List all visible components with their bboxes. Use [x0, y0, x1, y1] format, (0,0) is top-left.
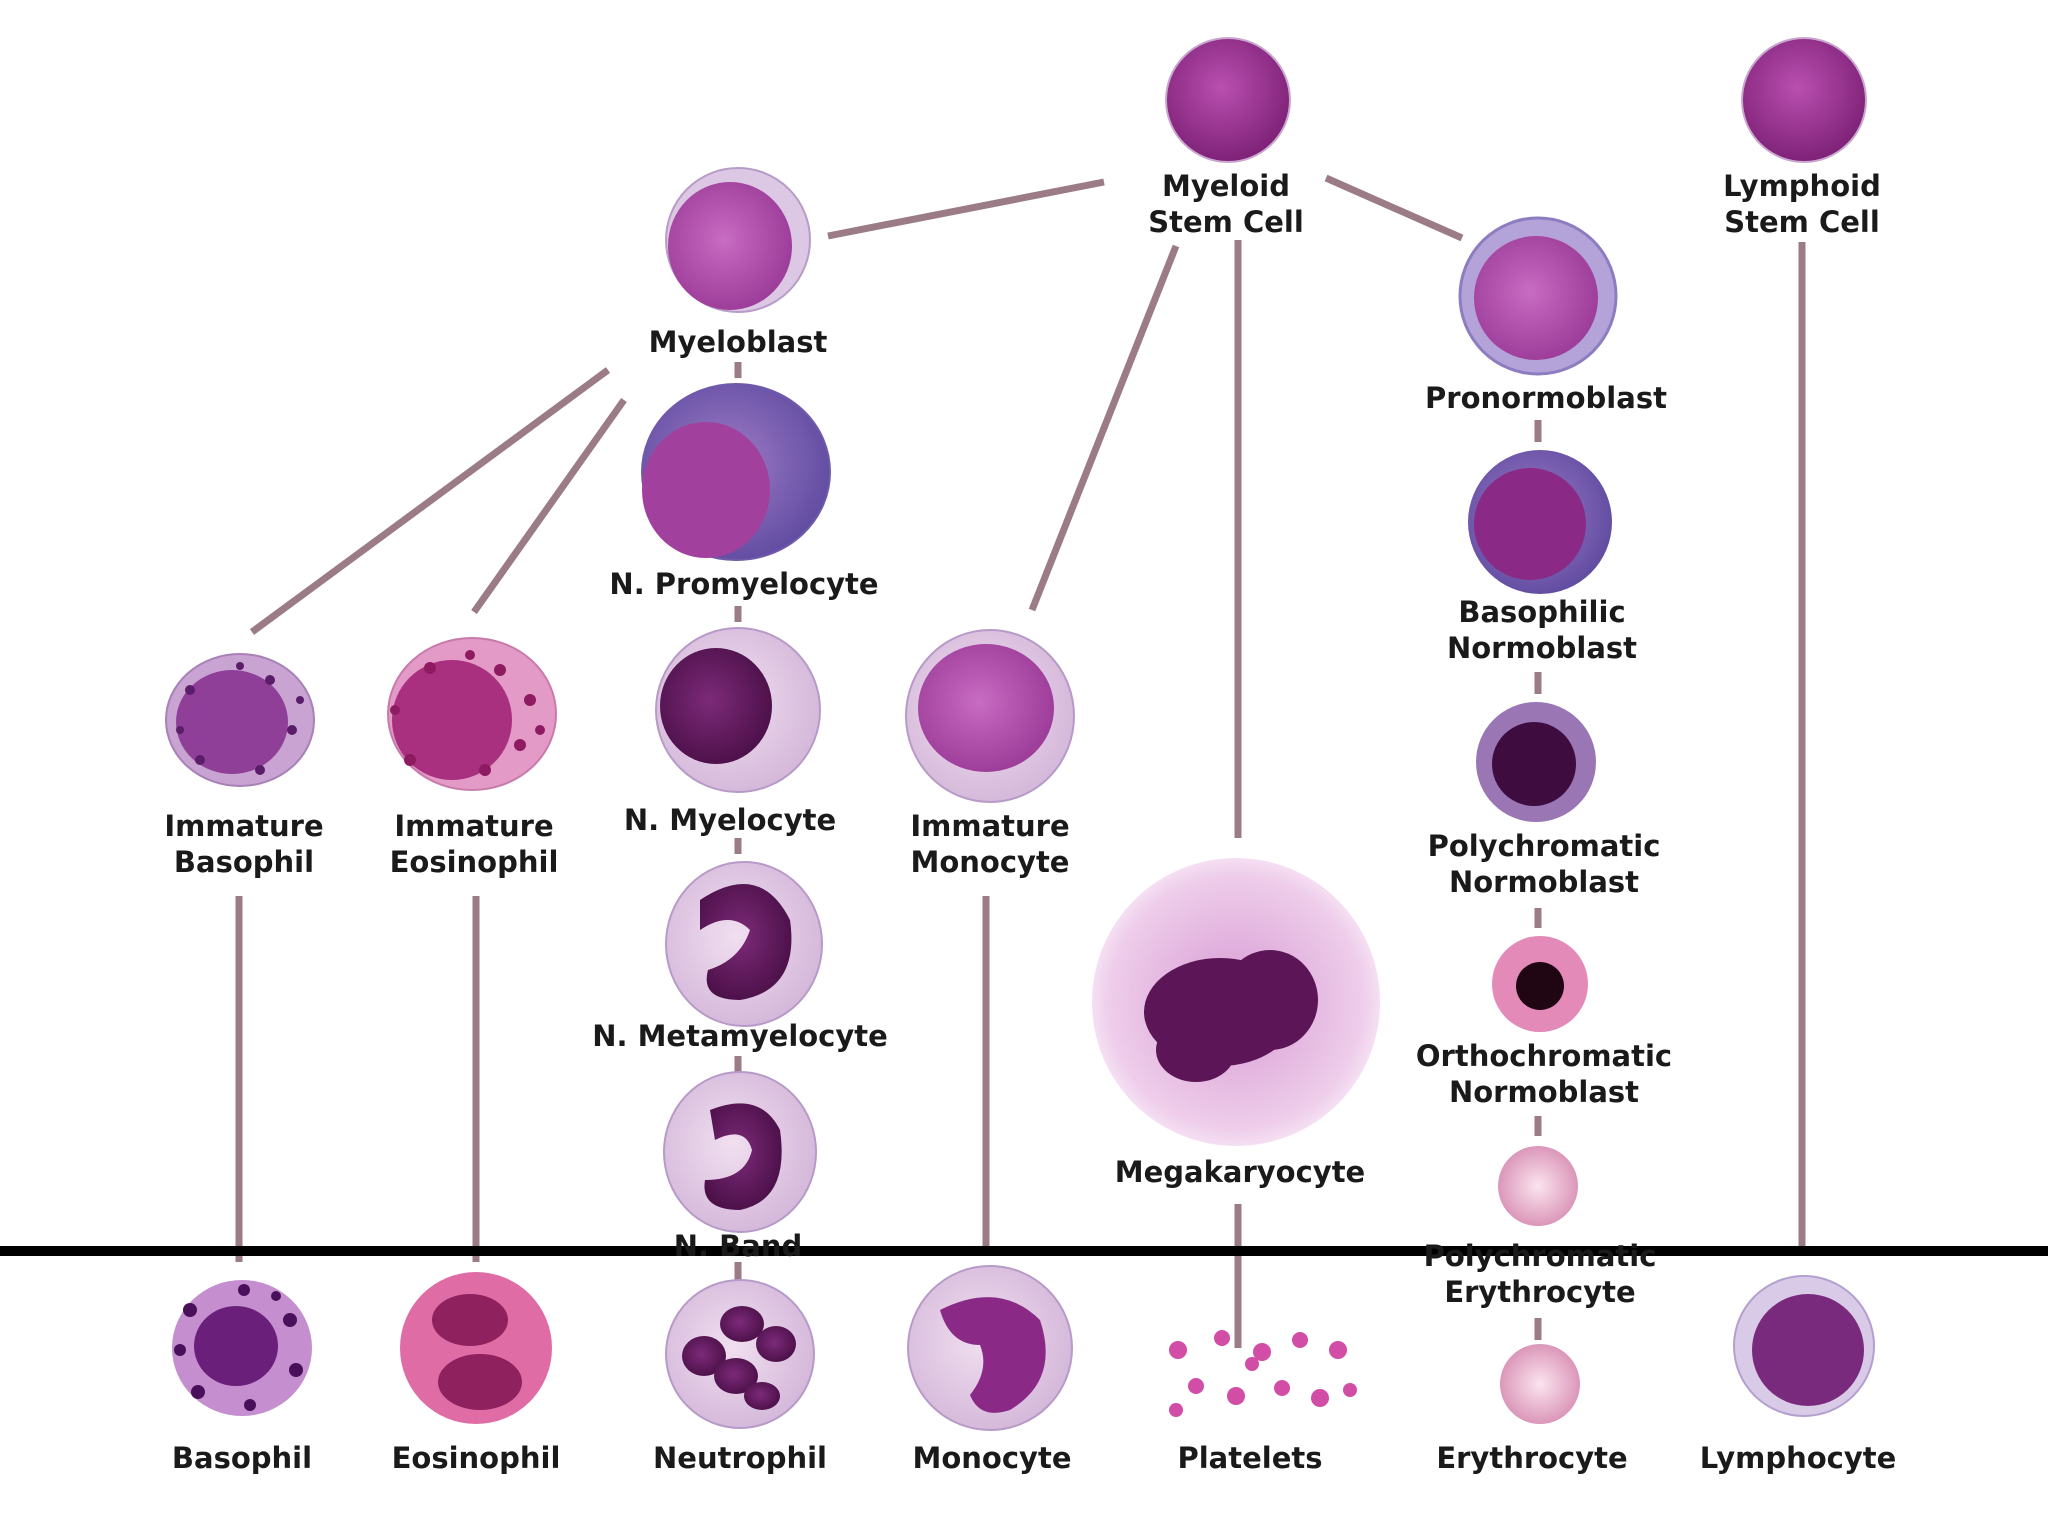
n-promyelocyte-image — [641, 383, 831, 561]
n-band-image — [663, 1071, 817, 1233]
label-monocyte: Monocyte — [912, 1441, 1072, 1475]
polychromatic-normoblast-image — [1476, 702, 1596, 822]
orthochromatic-normoblast-image — [1492, 936, 1588, 1032]
polychromatic-erythrocyte-image — [1498, 1146, 1578, 1226]
neutrophil-image — [665, 1279, 815, 1429]
label-neutrophil: Neutrophil — [653, 1441, 827, 1475]
basophil-image — [172, 1280, 312, 1416]
connector-lines — [235, 174, 1806, 1348]
connector-myeloblast-to-immature-basophil — [249, 367, 611, 635]
label-erythrocyte: Erythrocyte — [1436, 1441, 1628, 1475]
lymphocyte-image — [1733, 1275, 1875, 1417]
immature-basophil-image — [165, 653, 315, 787]
label-platelets: Platelets — [1177, 1441, 1323, 1475]
connector-myeloblast-to-immature-eosinophil — [471, 397, 627, 615]
pronormoblast-image — [1458, 216, 1618, 376]
label-n-band: N. Band — [673, 1229, 803, 1263]
immature-monocyte-image — [905, 629, 1075, 803]
label-basophil: Basophil — [171, 1441, 313, 1475]
megakaryocyte-image — [1092, 858, 1380, 1146]
basophilic-normoblast-image — [1468, 450, 1612, 594]
n-metamyelocyte-image — [665, 861, 823, 1027]
label-myeloblast: Myeloblast — [648, 325, 828, 359]
label-pronormoblast: Pronormoblast — [1425, 381, 1667, 415]
connector-stem-to-myeloblast — [827, 178, 1105, 240]
label-megakaryocyte: Megakaryocyte — [1114, 1155, 1366, 1189]
label-n-promyelocyte: N. Promyelocyte — [609, 567, 879, 601]
erythrocyte-image — [1500, 1344, 1580, 1424]
label-eosinophil: Eosinophil — [391, 1441, 561, 1475]
label-n-metamyelocyte: N. Metamyelocyte — [592, 1019, 888, 1053]
lymphoid-stem-cell-image — [1741, 37, 1867, 163]
platelets-image — [1169, 1330, 1357, 1417]
immature-eosinophil-image — [387, 637, 557, 791]
connector-stem-to-pronormoblast — [1324, 174, 1464, 242]
myeloid-stem-cell-image — [1165, 37, 1291, 163]
label-lymphocyte: Lymphocyte — [1699, 1441, 1897, 1475]
monocyte-image — [907, 1265, 1073, 1431]
connector-stem-to-immature-monocyte — [1028, 244, 1180, 612]
label-n-myelocyte: N. Myelocyte — [623, 803, 837, 837]
myeloblast-image — [665, 167, 811, 313]
eosinophil-image — [400, 1272, 552, 1424]
maturity-divider-line — [0, 1246, 2048, 1256]
n-myelocyte-image — [655, 627, 821, 793]
